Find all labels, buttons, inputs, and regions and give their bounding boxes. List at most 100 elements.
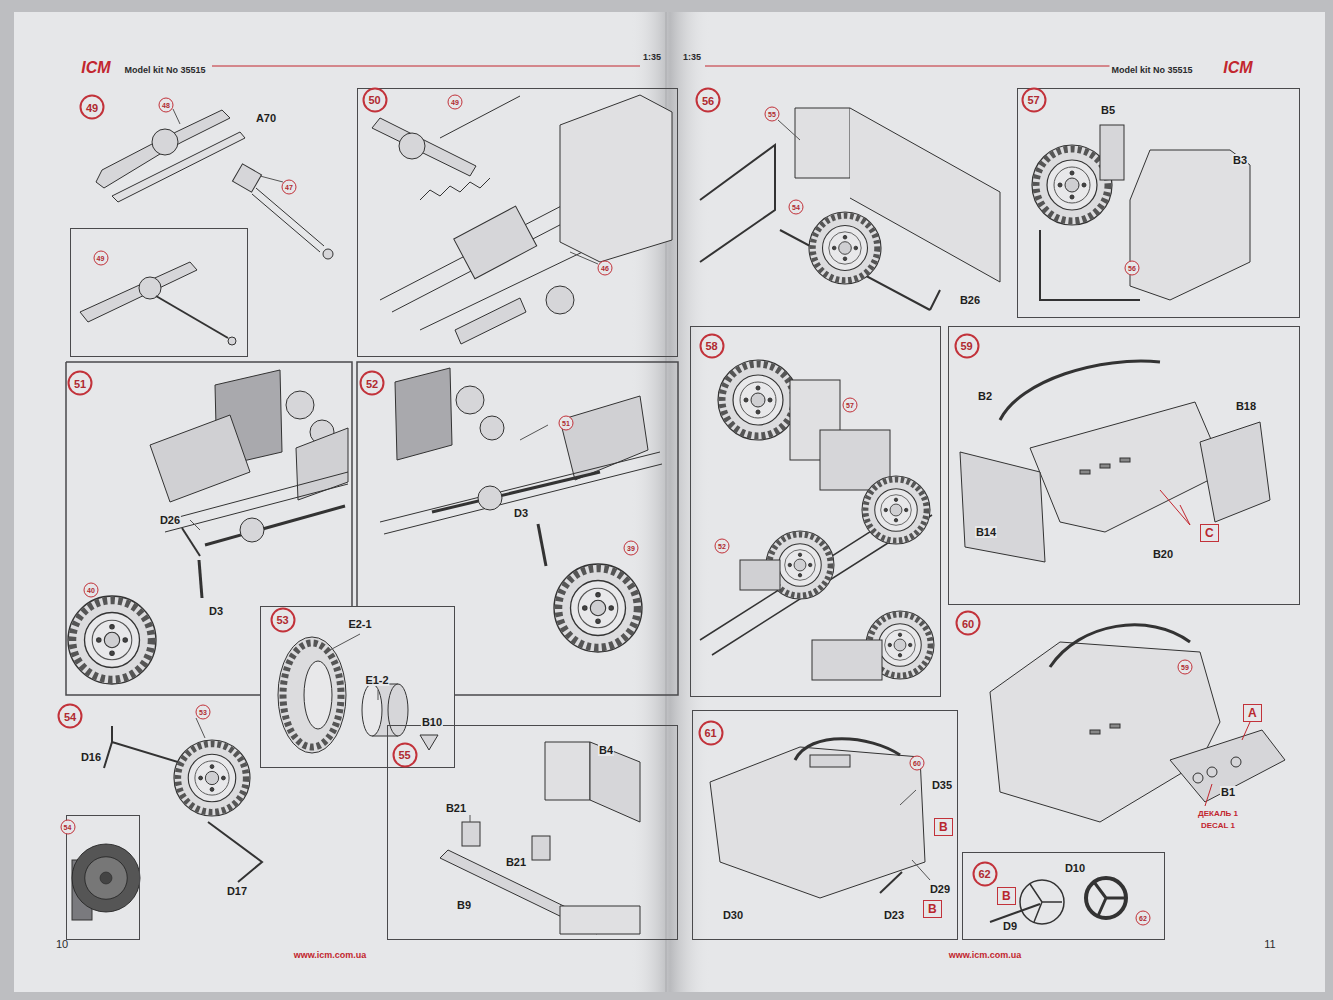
callout-letter: A: [1248, 706, 1257, 720]
callout-letter-box: B: [997, 887, 1016, 905]
part-number: B18: [1235, 400, 1257, 412]
step-62-art: [990, 878, 1126, 924]
part-number: D30: [722, 909, 744, 921]
part-number: B21: [505, 856, 527, 868]
reference-number: 59: [1178, 660, 1193, 675]
step-number: 57: [1021, 87, 1046, 112]
step-panel: 61B B: [692, 710, 958, 940]
reference-number: 47: [282, 180, 297, 195]
step-number: 49: [80, 95, 105, 120]
page-ground: [14, 12, 1325, 992]
reference-number: 40: [84, 583, 99, 598]
step-number: 60: [956, 611, 981, 636]
step-50-art: [372, 95, 672, 344]
step-panel: 50: [357, 88, 678, 357]
reference-number: 57: [843, 398, 858, 413]
reference-number: 56: [1125, 261, 1140, 276]
step-number: 61: [698, 720, 723, 745]
step-panel: 51: [66, 362, 352, 695]
part-number: B26: [959, 294, 981, 306]
step-number: 58: [699, 333, 724, 358]
step-52-art: [380, 368, 662, 652]
callout-letter-box: C: [1200, 524, 1219, 542]
scale-mark: 1:35: [683, 52, 701, 62]
part-number: B10: [421, 716, 443, 728]
reference-number: 48: [159, 98, 174, 113]
callout-letter-box: A: [1243, 704, 1262, 722]
scale-mark: 1:35: [643, 52, 661, 62]
step-number: 62: [972, 861, 997, 886]
step-panel: 58: [690, 326, 941, 697]
step-panel: 52: [357, 362, 678, 695]
part-number: D10: [1064, 862, 1086, 874]
step-51-art: [68, 370, 348, 684]
step-54-art: [72, 718, 262, 920]
part-number: D3: [208, 605, 224, 617]
step-panel: 49: [70, 228, 248, 357]
reference-number: 55: [765, 107, 780, 122]
step-58-art: [700, 360, 934, 680]
callout-letter-box: B: [934, 818, 953, 836]
reference-number: 54: [60, 819, 75, 834]
decal-note: DECAL 1: [1200, 821, 1236, 830]
reference-number: 51: [559, 416, 574, 431]
part-number: B5: [1100, 104, 1116, 116]
reference-number: 52: [715, 539, 730, 554]
step-panel: 55: [387, 725, 678, 940]
step-number: 50: [362, 87, 387, 112]
brand-logo: ICM: [81, 59, 110, 77]
reference-number: 39: [624, 541, 639, 556]
step-number: 55: [392, 742, 417, 767]
callout-letter: B: [1002, 889, 1011, 903]
web-address: www.icm.com.ua: [949, 950, 1022, 960]
part-number: D16: [80, 751, 102, 763]
reference-number: 54: [789, 200, 804, 215]
part-number: E2-1: [347, 618, 372, 630]
step-60-art: [990, 625, 1285, 822]
step-number: 51: [68, 371, 93, 396]
part-number: D17: [226, 885, 248, 897]
step-panel: 57: [1017, 88, 1300, 318]
step-59-art: [960, 361, 1270, 562]
kit-number: Model kit No 35515: [1109, 65, 1194, 75]
callout-letter: C: [1205, 526, 1214, 540]
reference-number: 46: [598, 261, 613, 276]
callout-letter: B: [939, 820, 948, 834]
part-number: D9: [1002, 920, 1018, 932]
part-number: D26: [159, 514, 181, 526]
step-number: 52: [360, 371, 385, 396]
part-number: A70: [255, 112, 277, 124]
step-61-art: [710, 739, 930, 898]
decal-note: ДЕКАЛЬ 1: [1197, 809, 1239, 818]
panel-outline: [66, 362, 678, 695]
part-number: B1: [1220, 786, 1236, 798]
part-number: D3: [513, 507, 529, 519]
brand-logo: ICM: [1223, 59, 1252, 77]
part-number: D35: [931, 779, 953, 791]
reference-number: 49: [448, 95, 463, 110]
callout-letter: B: [928, 902, 937, 916]
part-number: B4: [598, 744, 614, 756]
part-number: E1-2: [364, 674, 389, 686]
step-56-art: [700, 108, 1000, 310]
step-49-art: [80, 109, 333, 345]
step-number: 54: [58, 704, 83, 729]
reference-number: 53: [196, 705, 211, 720]
part-number: D23: [883, 909, 905, 921]
step-panel: 54: [66, 815, 140, 940]
reference-number: 49: [93, 250, 108, 265]
step-number: 53: [270, 607, 295, 632]
part-number: B2: [977, 390, 993, 402]
page-number: 11: [1264, 938, 1275, 950]
step-55-art: [440, 742, 640, 934]
part-number: B9: [456, 899, 472, 911]
step-panel: 53: [260, 606, 455, 768]
step-number: 59: [954, 333, 979, 358]
part-number: B3: [1232, 154, 1248, 166]
page-number: 10: [56, 938, 68, 950]
part-number: D29: [929, 883, 951, 895]
